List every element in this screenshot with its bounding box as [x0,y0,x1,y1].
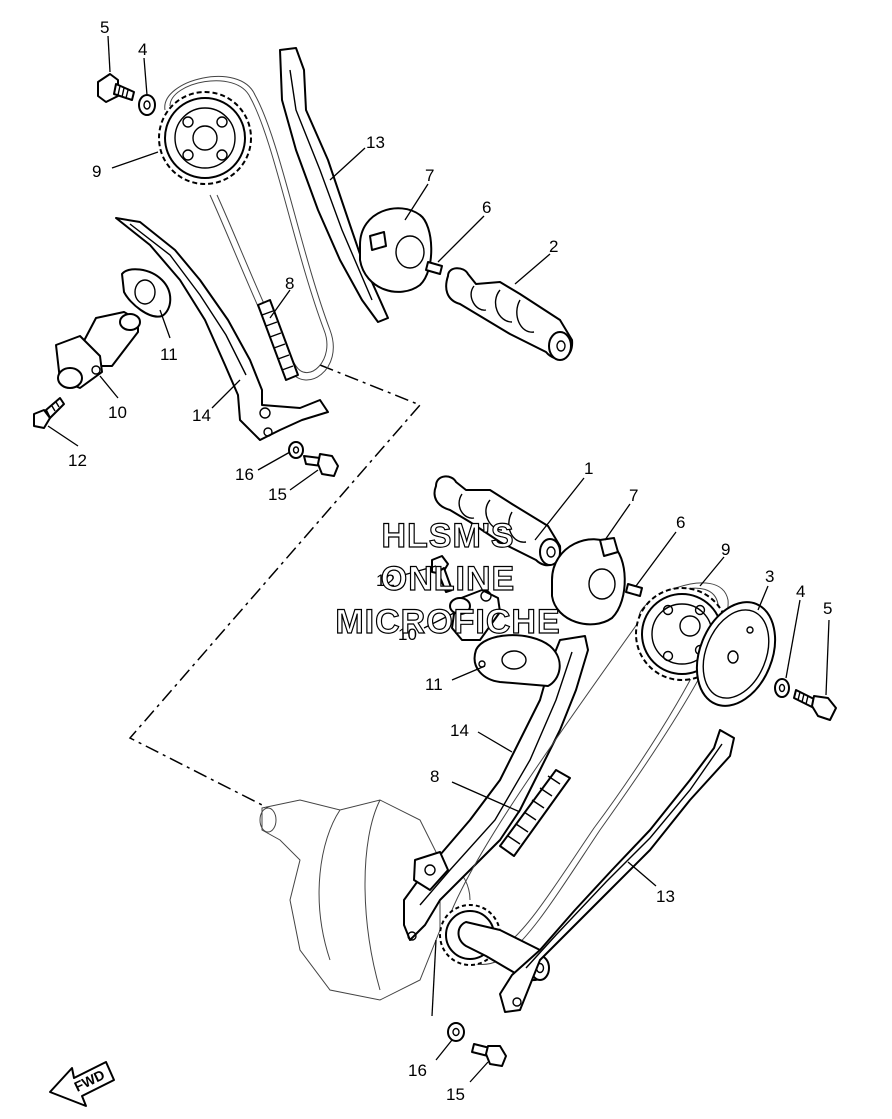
callout-11-lower: 11 [425,675,443,694]
leader-9-lower [699,556,725,587]
leader-8-lower [451,781,521,813]
chain-guide-13-lower [499,729,735,1013]
callout-4-upper: 4 [138,40,147,59]
callouts-upper: 5 4 9 13 7 6 2 8 11 10 14 12 16 15 [68,18,558,504]
callout-8-lower: 8 [430,767,439,786]
leader-6-lower [635,531,677,587]
chain-8-segment-lower [499,769,571,857]
lower-assembled-group [259,475,837,1083]
callout-10-lower: 10 [398,625,417,644]
callout-15-lower: 15 [446,1085,465,1104]
watermark: HLSM'S ONLINE MICROFICHE [335,516,561,641]
leader-4-upper [143,57,148,96]
tensioner-10-lower [449,589,501,641]
callout-16-upper: 16 [235,465,254,484]
bolt-12-lower [431,555,453,593]
tensioner-guide-14-lower [403,635,589,941]
callout-14-upper: 14 [192,406,211,425]
decomp-plate-7-lower [551,537,626,626]
chain-8-segment-upper [257,299,299,381]
timing-chain-lower [446,582,729,965]
leader-3-lower [757,585,769,611]
leader-10-lower [423,611,457,629]
callout-16-lower: 16 [408,1061,427,1080]
callout-7-lower: 7 [629,486,638,505]
callout-5-lower: 5 [823,599,832,618]
leader-15-lower [469,1061,489,1083]
leader-12-lower [399,565,437,577]
bolt-5-upper [97,73,135,103]
leader-11-lower [451,665,486,681]
leader-16-upper [257,451,291,471]
bolt-12-upper [33,397,65,429]
leader-14-lower [477,731,513,753]
callout-6-lower: 6 [676,513,685,532]
leader-7-lower [604,503,631,541]
callout-10-upper: 10 [108,403,127,422]
chain-guide-13-upper [279,47,389,323]
callout-3-lower: 3 [765,567,774,586]
cam-sprocket-9-upper [158,91,252,185]
callout-14-lower: 14 [450,721,469,740]
leader-4-lower [785,599,801,679]
leader-2-upper [514,253,551,285]
callout-4-lower: 4 [796,582,805,601]
leader-12-upper [47,425,79,447]
camshaft-2-upper [445,267,574,361]
leader-14-upper [211,379,241,409]
pin-6-upper [425,261,443,275]
forward-direction-arrow: FWD [49,1061,115,1107]
callout-2-upper: 2 [549,237,558,256]
callout-9-lower: 9 [721,540,730,559]
leader-7-upper [404,183,429,221]
washer-16-lower [447,1022,465,1042]
upper-exploded-group [33,35,574,491]
callout-15-upper: 15 [268,485,287,504]
leader-8-upper [269,289,291,319]
callouts-lower: 1 7 6 9 3 4 5 12 10 11 14 8 13 16 15 [376,459,832,1104]
callout-11-upper: 11 [160,345,178,364]
callout-13-upper: 13 [366,133,385,152]
washer-16-upper [288,441,304,459]
tensioner-10-upper [55,311,141,389]
leader-5-upper [107,35,111,73]
callout-7-upper: 7 [425,166,434,185]
bolt-15-lower [471,1043,507,1067]
plate-3-lower [695,601,777,707]
leader-13-upper [329,147,366,181]
leader-11-upper [159,309,171,339]
washer-4-lower [774,678,790,698]
decomp-plate-7-upper [359,207,433,293]
leader-10-upper [99,375,119,399]
callout-13-lower: 13 [656,887,675,906]
leader-6-upper [437,215,485,263]
callout-9-upper: 9 [92,162,101,181]
leader-13-lower [627,861,657,887]
washer-4-upper [138,94,156,116]
assembly-dashed-line [128,364,422,809]
bolt-5-lower [793,689,837,721]
callout-12-upper: 12 [68,451,87,470]
callout-6-upper: 6 [482,198,491,217]
watermark-line-3: MICROFICHE [335,603,560,641]
leader-15-upper [289,469,319,491]
callout-5-upper: 5 [100,18,109,37]
callout-8-upper: 8 [285,274,294,293]
pin-6-lower [625,583,643,597]
gasket-11-upper [121,268,172,318]
leader-16b-lower [435,1039,453,1061]
leader-16-lower [431,939,437,1017]
watermark-line-2: ONLINE [381,560,515,598]
bolt-15-upper [303,453,339,477]
leader-5-lower [825,619,830,696]
callout-12-lower: 12 [376,571,395,590]
callout-1-lower: 1 [584,459,593,478]
watermark-line-1: HLSM'S [381,517,514,555]
tensioner-guide-14-upper [115,217,329,441]
gasket-11-lower [473,634,561,687]
leader-9-upper [111,151,159,169]
leader-1-lower [534,477,585,541]
